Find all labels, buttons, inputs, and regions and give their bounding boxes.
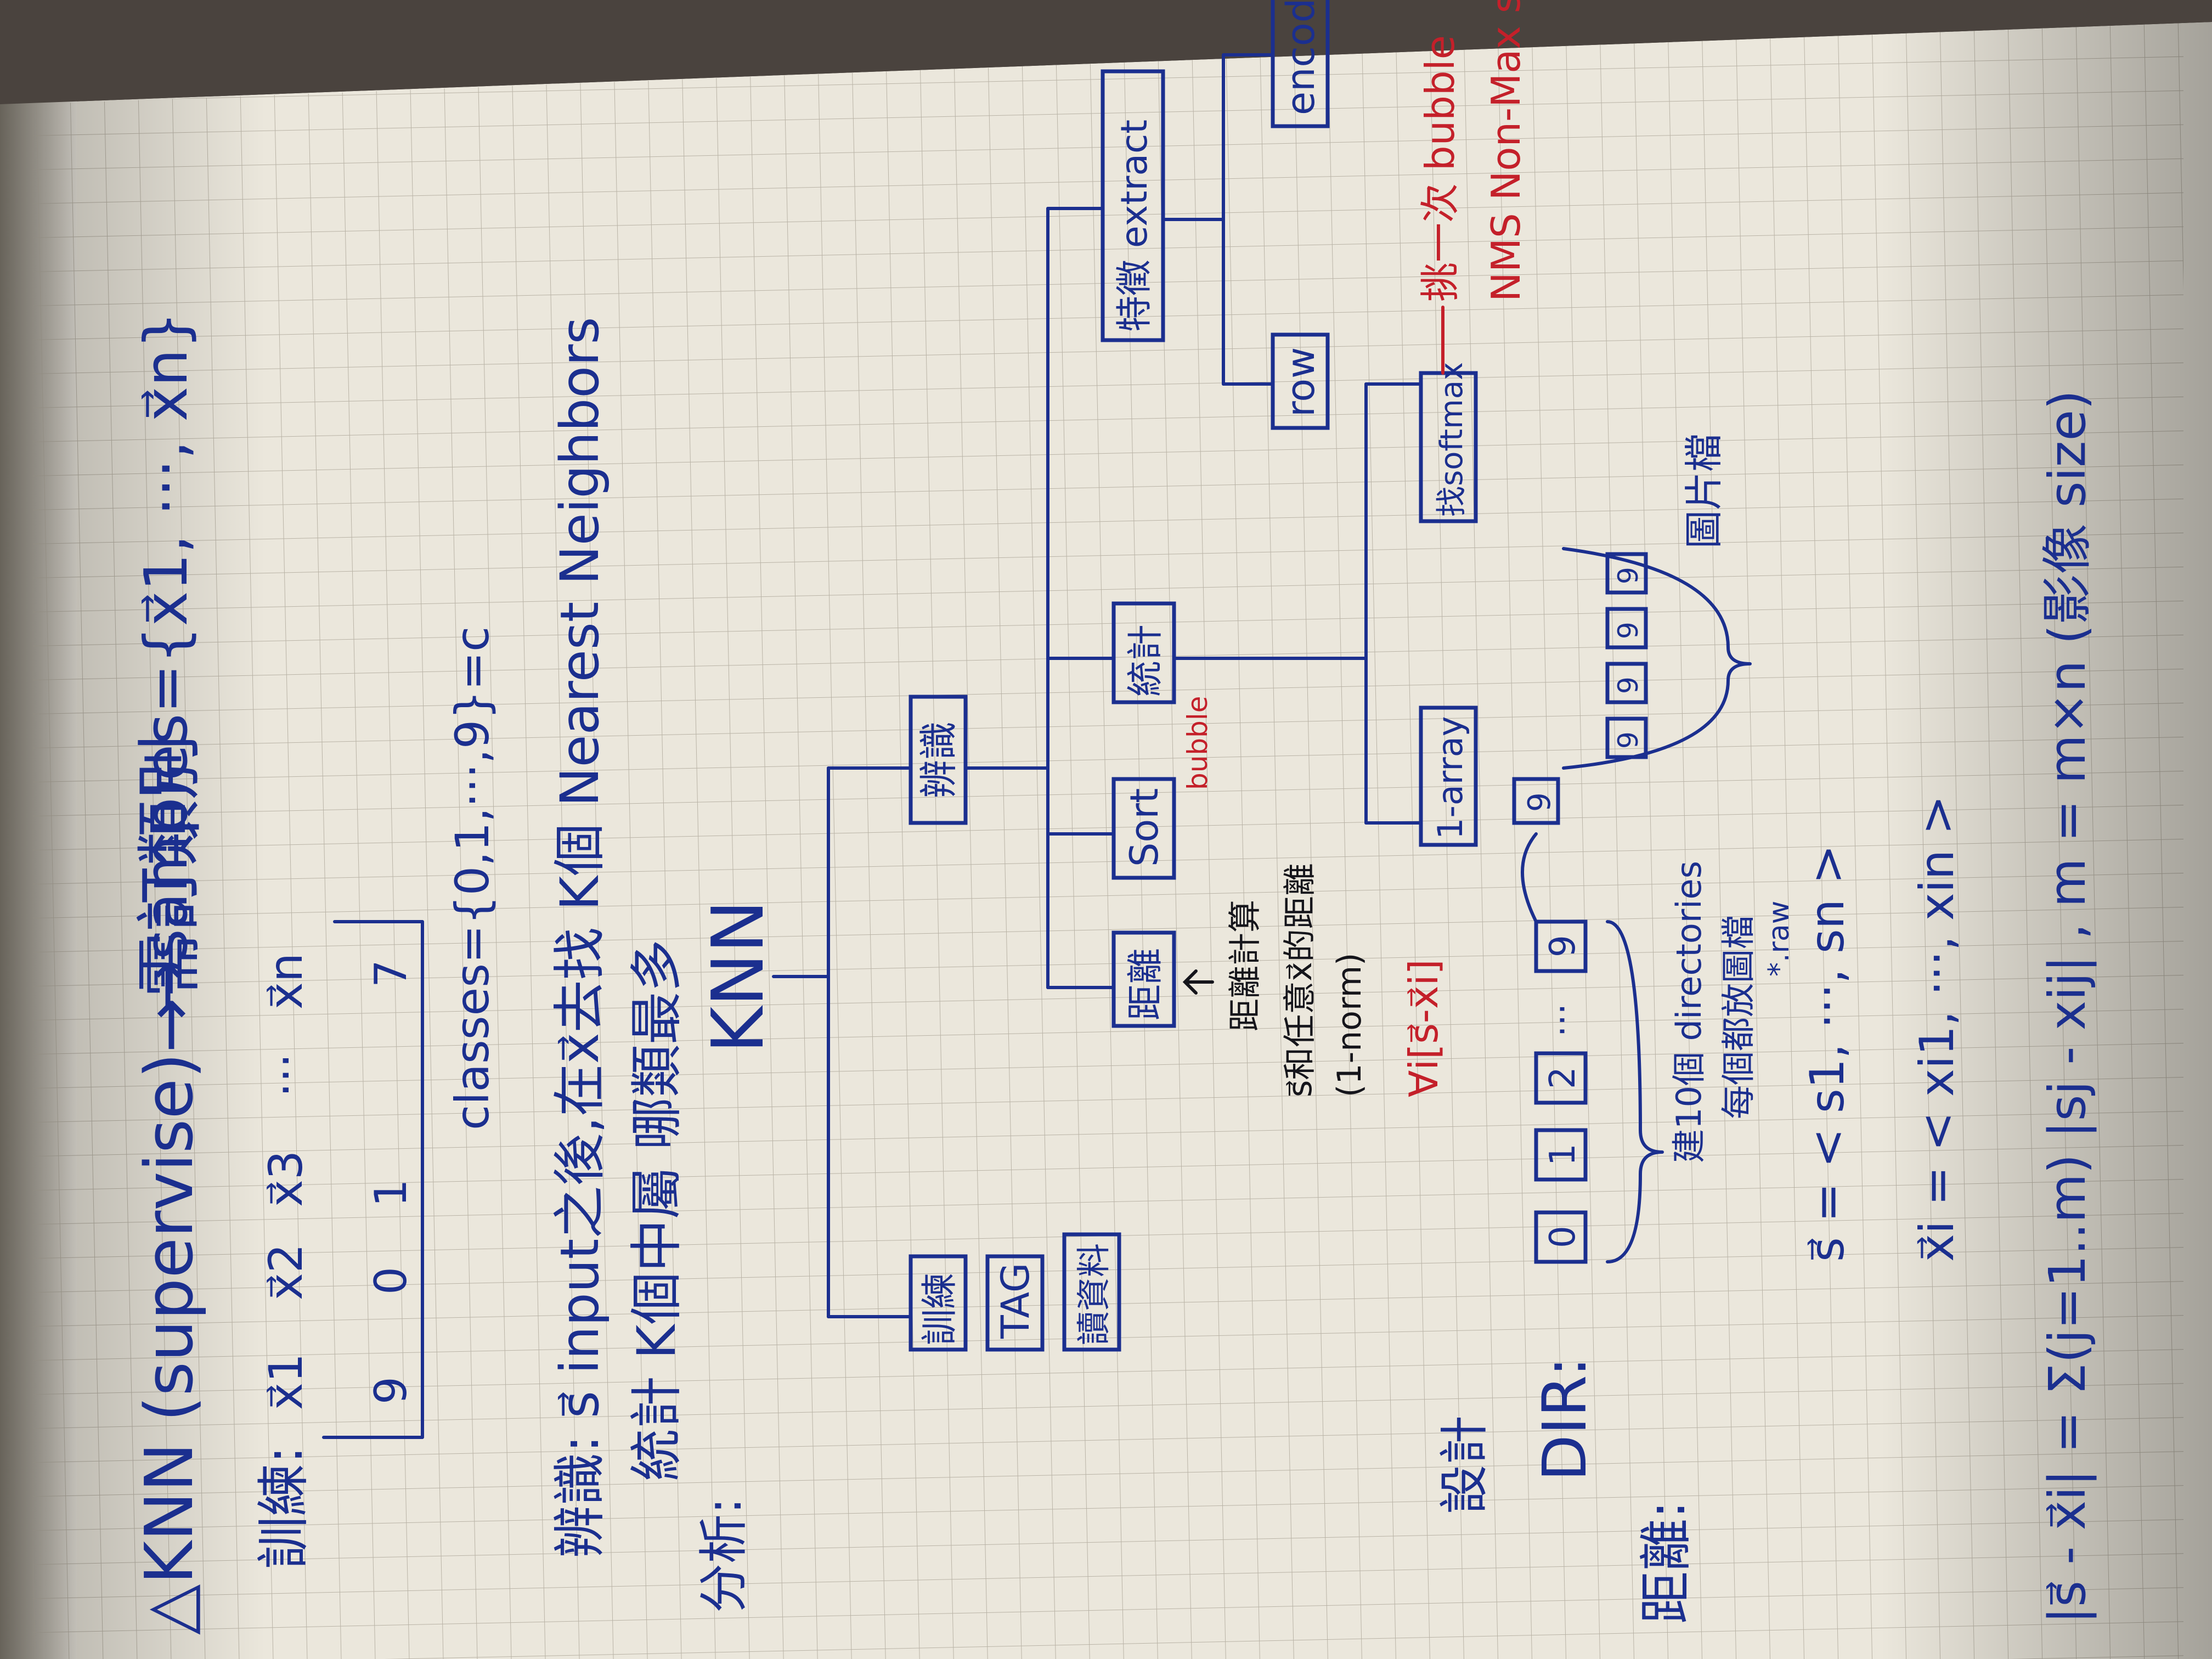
dir-note-1: 建10個 directories (1669, 861, 1709, 1163)
digit-0: 0 (365, 1267, 416, 1295)
tree-root-knn: KNN (696, 900, 780, 1053)
node-stats-box (1111, 601, 1176, 704)
classes-note: classes={0,1,···,9}=c (445, 627, 499, 1130)
node-sort: Sort (1122, 788, 1167, 867)
black-note-3: (1-norm) (1330, 953, 1369, 1097)
node-train: 訓練 (918, 1273, 961, 1345)
dir-box-1-label: 1 (1543, 1143, 1583, 1166)
distance-label: 距離: (1635, 1501, 1697, 1624)
recognize-line-1: 辨識: s⃗ input之後,在x⃗去找 K個 Nearest Neighbor… (549, 317, 611, 1558)
formula-x-vector: x⃗i = < xi1, ···, xin > (1910, 795, 1965, 1262)
train-vec-1: x⃗1 (259, 1353, 313, 1410)
node-distance-box (1111, 930, 1176, 1028)
node-encode: encode (1278, 0, 1323, 115)
digit-9: 9 (365, 1376, 416, 1404)
raw-note: *.raw (1763, 901, 1796, 977)
recognize-line-2: 統計 K個中屬 哪類最多 (626, 939, 687, 1481)
node-softmax-box (1419, 371, 1478, 523)
node-tag-box (985, 1254, 1045, 1352)
dir-box-2-label: 2 (1543, 1066, 1583, 1089)
file-box-3 (1605, 662, 1648, 704)
file-box-1-label: 9 (1522, 792, 1558, 812)
train-vec-3: x⃗3 (259, 1150, 313, 1207)
file-box-2 (1605, 716, 1648, 759)
formula-s-vector: s⃗ = < s1, ···, sn > (1800, 844, 1855, 1262)
files-brace (1562, 547, 1752, 770)
node-array-box (1419, 706, 1478, 847)
training-label: 訓練: (253, 1446, 314, 1569)
nms-note: NMS Non-Max suppress (1483, 0, 1529, 302)
node-train-box (909, 1254, 968, 1352)
file-box-4-label: 9 (1612, 622, 1644, 639)
digit-1: 1 (365, 1179, 416, 1207)
dir-to-files-arrow (1521, 832, 1538, 923)
node-recognize: 辨識 (916, 721, 961, 798)
formula-norm: |s⃗ - x⃗i| = Σ(j=1..m) |sj - xij| , m = … (2038, 390, 2097, 1624)
train-vec-dots: ··· (259, 1053, 313, 1097)
dir-box-dots: ··· (1543, 1003, 1583, 1037)
file-box-5-label: 9 (1612, 567, 1644, 584)
node-feature: 特徵 extract (1113, 120, 1155, 332)
sort-bubble-note: bubble (1182, 696, 1214, 790)
node-tag: TAG (993, 1263, 1038, 1339)
node-stats: 統計 (1124, 624, 1166, 697)
node-array: 1-array (1430, 716, 1470, 839)
file-box-5 (1605, 552, 1648, 595)
binding-top (0, 0, 2212, 104)
dir-brace (1606, 920, 1664, 1263)
node-softmax: 找softmax (1434, 362, 1470, 517)
distance-up-arrow (1182, 969, 1214, 995)
black-note-2: s⃗和任意x⃗的距離 (1281, 863, 1319, 1097)
node-row-box (1271, 332, 1330, 430)
analysis-label: 分析: (695, 1498, 753, 1613)
node-feature-box (1101, 69, 1165, 342)
file-box-3-label: 9 (1612, 676, 1644, 694)
training-bracket (322, 920, 424, 1439)
dir-box-0 (1534, 1210, 1588, 1264)
dir-box-9-label: 9 (1543, 935, 1583, 957)
file-box-2-label: 9 (1612, 731, 1644, 749)
node-row: row (1278, 347, 1323, 417)
dir-box-9 (1534, 919, 1588, 973)
pick-bubble-note: 挑一次 bubble (1417, 35, 1463, 302)
file-box-4 (1605, 607, 1648, 650)
node-read: 讀資料 (1074, 1243, 1114, 1345)
digit-7: 7 (365, 960, 416, 988)
dir-label: DIR: (1530, 1357, 1600, 1481)
node-recognize-box (909, 695, 968, 825)
node-distance: 距離 (1124, 948, 1166, 1020)
dir-box-2 (1534, 1051, 1588, 1105)
dir-note-2: 每個都放圖檔 (1718, 915, 1758, 1119)
train-vec-2: x⃗2 (259, 1244, 313, 1300)
samples-note: →samples={x⃗1, ···, x⃗n} (132, 311, 201, 1009)
note-title: △KNN (supervise)→需訂類別 (132, 735, 208, 1635)
dir-box-1 (1534, 1128, 1588, 1182)
forall-note: ∀i[s⃗-x⃗i] (1401, 959, 1447, 1097)
train-vec-n: x⃗n (259, 953, 313, 1009)
file-box-1 (1512, 777, 1560, 825)
design-label: 設計 (1436, 1415, 1493, 1514)
node-sort-box (1111, 777, 1176, 880)
image-file-label: 圖片檔 (1681, 433, 1726, 549)
black-note-1: 距離計算 (1226, 900, 1265, 1031)
node-read-box (1062, 1232, 1121, 1352)
node-encode-box (1271, 0, 1330, 128)
dir-box-0-label: 0 (1543, 1226, 1583, 1248)
